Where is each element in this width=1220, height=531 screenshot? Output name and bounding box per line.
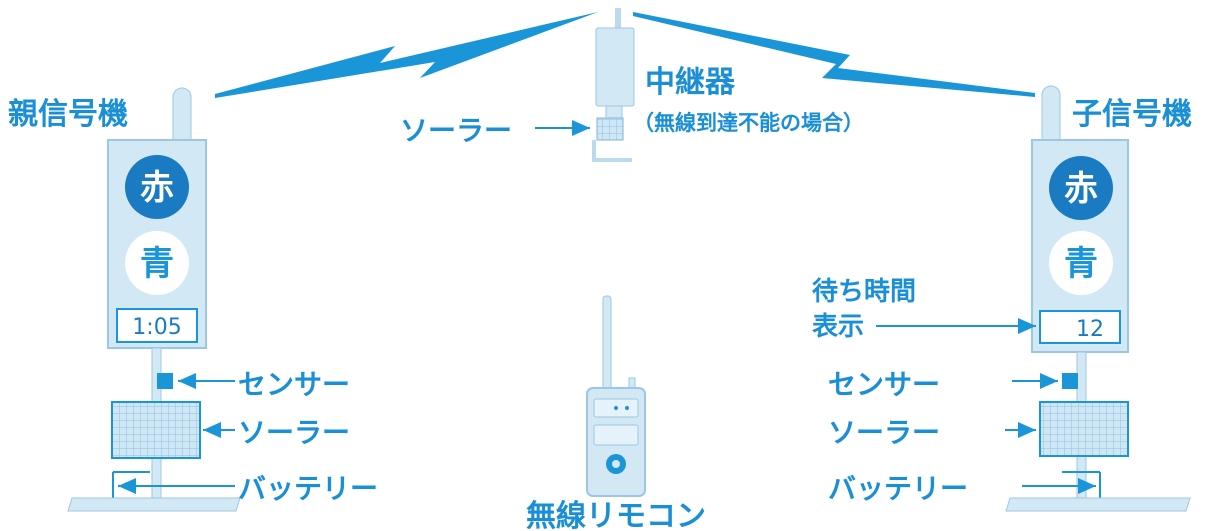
master-signal-title: 親信号機 <box>8 97 128 132</box>
master-battery-label: バッテリー <box>238 472 378 505</box>
repeater-title: 中継器 <box>645 65 736 100</box>
master-solar-label: ソーラー <box>238 416 350 449</box>
child-wait-value: 12 <box>1076 317 1104 342</box>
child-sensor <box>1062 373 1078 389</box>
master-sensor <box>157 373 173 389</box>
child-wait-display <box>1039 310 1121 344</box>
child-solar-panel <box>1039 401 1129 457</box>
child-sensor-label: センサー <box>828 368 940 401</box>
wait-time-label-line2: 表示 <box>812 312 864 342</box>
child-signal-body <box>1005 85 1191 512</box>
child-base <box>1005 497 1191 512</box>
repeater-note: （無線到達不能の場合） <box>633 111 864 135</box>
child-green-lamp <box>1049 231 1113 295</box>
master-red-lamp <box>125 155 189 219</box>
child-red-lamp <box>1049 156 1113 220</box>
child-battery <box>1062 471 1101 500</box>
master-timer-value: 1:05 <box>132 315 181 340</box>
wait-time-label-line1: 待ち時間 <box>812 277 916 307</box>
master-green-lamp-label: 青 <box>140 244 174 284</box>
child-red-lamp-label: 赤 <box>1064 169 1098 209</box>
master-timer-display <box>116 308 198 343</box>
child-signal-title: 子信号機 <box>1072 97 1192 132</box>
wireless-remote-device <box>586 295 646 497</box>
repeater-device <box>592 8 635 162</box>
master-red-lamp-label: 赤 <box>140 168 174 208</box>
master-solar-panel <box>111 401 201 459</box>
master-signal-body <box>67 87 241 512</box>
child-green-lamp-label: 青 <box>1064 244 1098 284</box>
wireless-link-right <box>633 12 1035 97</box>
master-green-lamp <box>125 231 189 295</box>
child-solar-label: ソーラー <box>828 416 940 449</box>
wireless-link-left <box>215 12 598 98</box>
master-base <box>67 497 241 512</box>
repeater-solar-label: ソーラー <box>400 114 512 147</box>
master-sensor-label: センサー <box>238 368 350 401</box>
wireless-remote-title: 無線リモコン <box>526 499 706 531</box>
master-battery <box>112 471 150 500</box>
child-battery-label: バッテリー <box>828 472 968 505</box>
